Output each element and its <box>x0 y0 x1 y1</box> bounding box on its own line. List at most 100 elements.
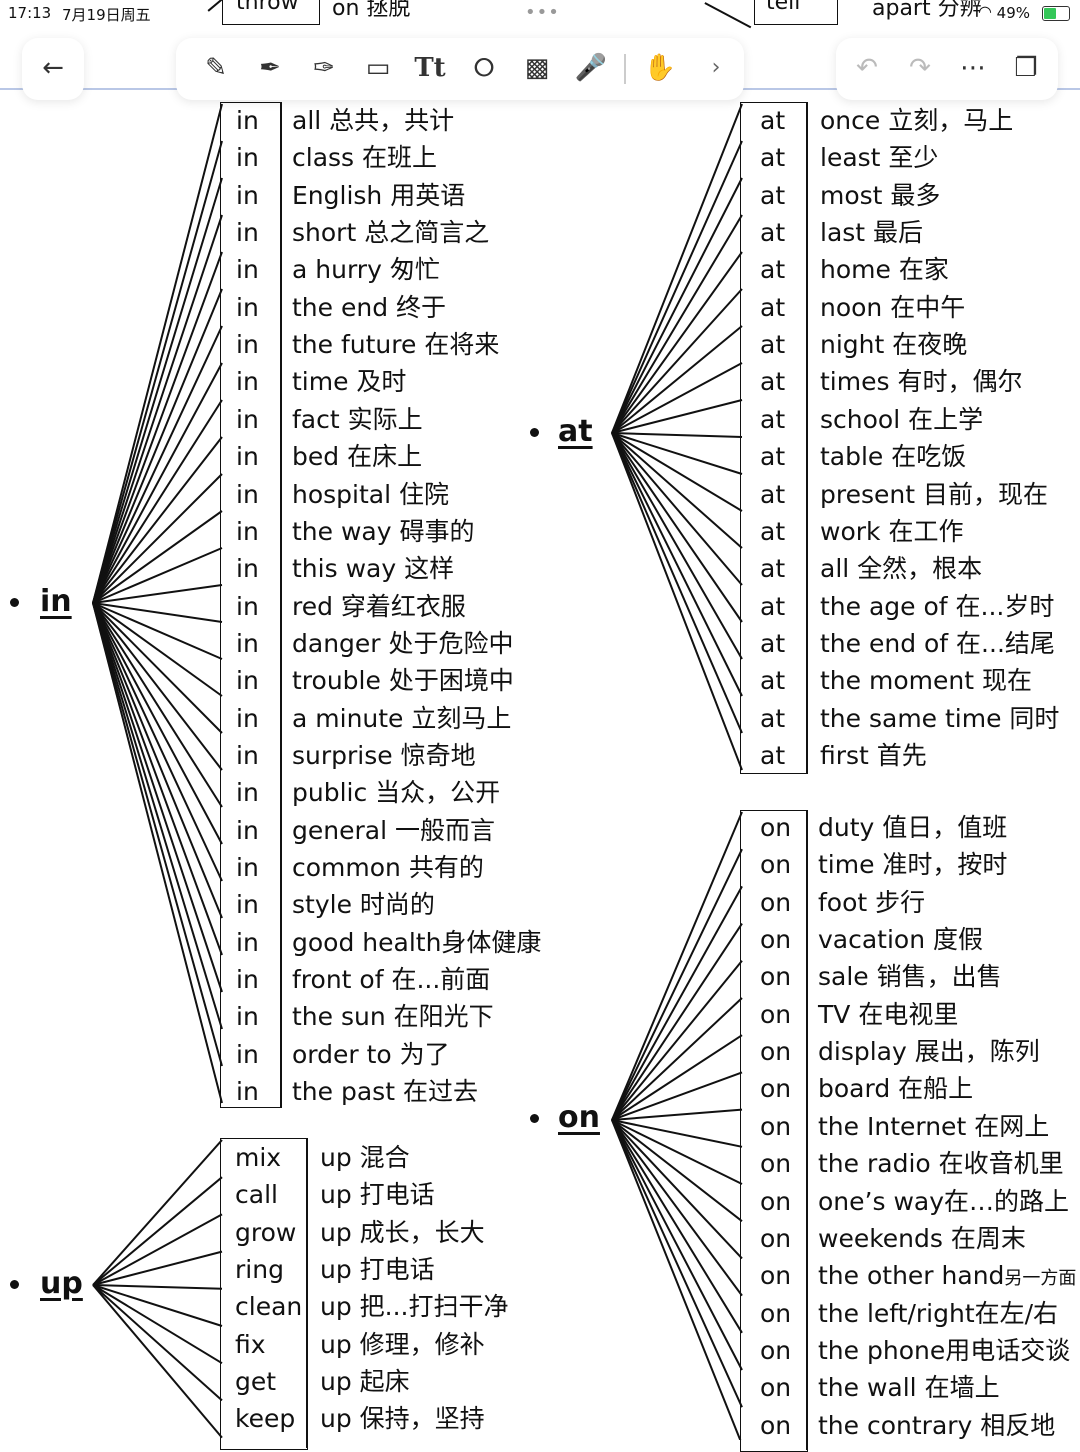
list-item-preposition: in <box>236 815 259 845</box>
connector-line <box>92 251 223 604</box>
list-item-preposition: in <box>236 255 259 285</box>
list-item-phrase: the other hand另一方面 <box>818 1261 1077 1291</box>
connector-line <box>92 1284 223 1327</box>
pages-icon[interactable]: ❐ <box>1014 53 1038 83</box>
eraser-icon[interactable]: ▭ <box>365 53 391 83</box>
list-item-preposition: on <box>760 925 792 955</box>
connector-line <box>92 1284 223 1365</box>
list-item-phrase: present 目前，现在 <box>820 479 1048 509</box>
list-item-phrase: the future 在将来 <box>292 330 500 360</box>
heading-on: on <box>558 1100 600 1135</box>
list-item-preposition: in <box>236 1039 259 1069</box>
in-table <box>220 102 282 1108</box>
list-item-phrase: surprise 惊奇地 <box>292 740 476 770</box>
connector-line <box>92 602 223 1030</box>
peek-box <box>222 0 320 25</box>
list-item-phrase: up 成长，长大 <box>320 1217 485 1247</box>
pen-icon[interactable]: ✒ <box>259 53 281 83</box>
list-item-phrase: weekends 在周末 <box>818 1223 1026 1253</box>
list-item-phrase: the sun 在阳光下 <box>292 1002 494 1032</box>
list-item-phrase: hospital 住院 <box>292 479 449 509</box>
list-item-preposition: at <box>760 218 786 248</box>
list-item-phrase: public 当众，公开 <box>292 778 501 808</box>
hand-pointer-icon[interactable]: ✋ <box>643 53 677 83</box>
list-item-phrase: foot 步行 <box>818 887 926 917</box>
connector-line <box>611 1108 743 1121</box>
at-table <box>740 102 808 774</box>
connector-line <box>92 177 223 604</box>
list-item-phrase: bed 在床上 <box>292 442 423 472</box>
list-item-preposition: in <box>236 106 259 135</box>
connector-line <box>92 1213 223 1286</box>
connector-line <box>92 362 223 604</box>
connector-line <box>92 602 223 734</box>
connector-line <box>611 362 743 434</box>
list-item-verb: ring <box>235 1254 284 1284</box>
redo-icon[interactable]: ↷ <box>909 53 931 83</box>
table-divider <box>306 1138 308 1448</box>
list-item-preposition: in <box>236 853 259 882</box>
connector-line <box>92 602 223 993</box>
more-icon[interactable]: ⋯ <box>960 53 986 83</box>
bullet <box>530 428 539 437</box>
connector-line <box>611 1119 743 1148</box>
table-divider <box>806 810 808 1450</box>
list-item-phrase: times 有时，偶尔 <box>820 367 1023 397</box>
connector-line <box>611 103 743 434</box>
list-item-phrase: up 把...打扫干净 <box>320 1292 509 1322</box>
tools-toolbar <box>176 38 744 100</box>
status-date: 7月19日周五 <box>62 6 151 24</box>
connector-line <box>611 432 743 771</box>
list-item-phrase: last 最后 <box>820 218 924 248</box>
connector-line <box>92 1139 223 1286</box>
list-item-verb: keep <box>235 1404 296 1434</box>
list-item-verb: call <box>235 1180 278 1210</box>
list-item-phrase: the age of 在...岁时 <box>820 591 1055 621</box>
heading-in: in <box>40 584 72 619</box>
connector-line <box>92 103 223 604</box>
connector-line <box>611 811 743 1121</box>
chevron-right-icon[interactable]: › <box>711 55 721 80</box>
bullet <box>10 598 19 607</box>
list-item-phrase: up 保持，坚持 <box>320 1404 485 1434</box>
highlighter-icon[interactable]: ✑ <box>313 53 335 83</box>
connector-line <box>92 602 223 808</box>
connector-line <box>92 325 223 604</box>
list-item-phrase: work 在工作 <box>820 516 964 546</box>
arrow-left-icon[interactable]: ← <box>42 53 64 83</box>
bullet <box>530 1114 539 1123</box>
undo-icon[interactable]: ↶ <box>856 53 878 83</box>
microphone-icon[interactable]: 🎤 <box>574 53 608 83</box>
list-item-preposition: in <box>236 666 259 696</box>
list-item-phrase: up 打电话 <box>320 1254 435 1284</box>
list-item-phrase: the same time 同时 <box>820 703 1060 733</box>
connector-line <box>92 602 223 623</box>
list-item-phrase: a hurry 匆忙 <box>292 255 440 285</box>
connector-line <box>611 177 743 434</box>
image-icon[interactable]: ▩ <box>524 53 550 83</box>
connector-line <box>611 140 743 434</box>
list-item-preposition: in <box>236 591 259 621</box>
list-item-preposition: at <box>760 703 786 733</box>
connector-line <box>611 1071 743 1121</box>
connector-line <box>92 602 223 660</box>
connector-line <box>611 251 743 434</box>
list-item-preposition: at <box>760 442 786 472</box>
list-item-preposition: on <box>760 813 792 842</box>
list-item-phrase: the Internet 在网上 <box>818 1111 1050 1141</box>
list-item-preposition: in <box>236 778 259 808</box>
list-item-preposition: at <box>760 106 786 135</box>
connector-line <box>92 510 223 604</box>
list-item-phrase: least 至少 <box>820 143 939 173</box>
back-button[interactable] <box>22 38 84 100</box>
lasso-icon[interactable]: ⭘ <box>473 53 495 83</box>
list-item-preposition: at <box>760 404 786 434</box>
pencil-icon[interactable]: ✎ <box>205 53 227 83</box>
list-item-phrase: the phone用电话交谈 <box>818 1335 1071 1365</box>
more-dots-icon[interactable]: ••• <box>525 2 560 23</box>
list-item-preposition: on <box>760 1186 792 1216</box>
connector-line <box>92 1284 223 1290</box>
list-item-preposition: in <box>236 740 259 770</box>
text-icon[interactable]: Tt <box>414 53 446 83</box>
